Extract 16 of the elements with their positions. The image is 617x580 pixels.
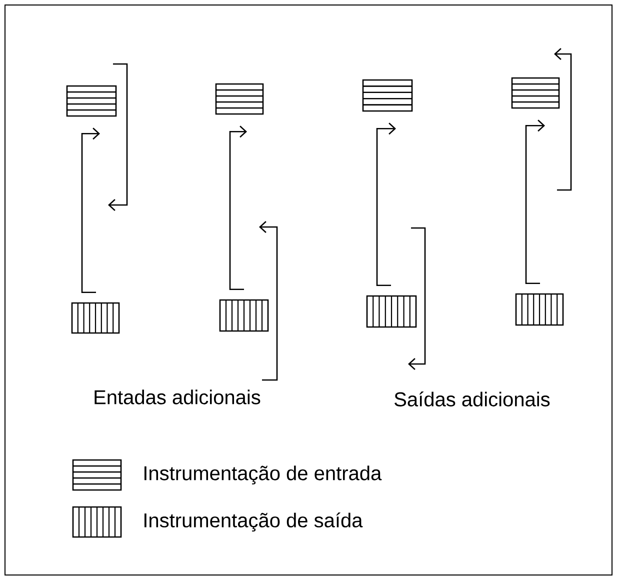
input-instrument-box: [511, 77, 560, 109]
output-instrument-box: [515, 293, 564, 326]
input-instrument-box: [362, 79, 413, 112]
arrow: [229, 126, 247, 290]
arrow: [81, 128, 100, 293]
section-label: Saídas adicionais: [394, 392, 550, 406]
section-label: Entadas adicionais: [94, 390, 260, 404]
arrow: [376, 122, 396, 286]
output-instrument-box: [366, 295, 417, 328]
arrow: [525, 120, 546, 284]
input-instrument-box: [215, 83, 264, 115]
output-instrument-box: [219, 299, 269, 332]
output-instrument-box: [71, 302, 120, 334]
input-instrument-box: [66, 85, 117, 117]
legend-label: Instrumentação de saída: [144, 512, 363, 532]
legend-label: Instrumentação de entrada: [144, 466, 382, 484]
